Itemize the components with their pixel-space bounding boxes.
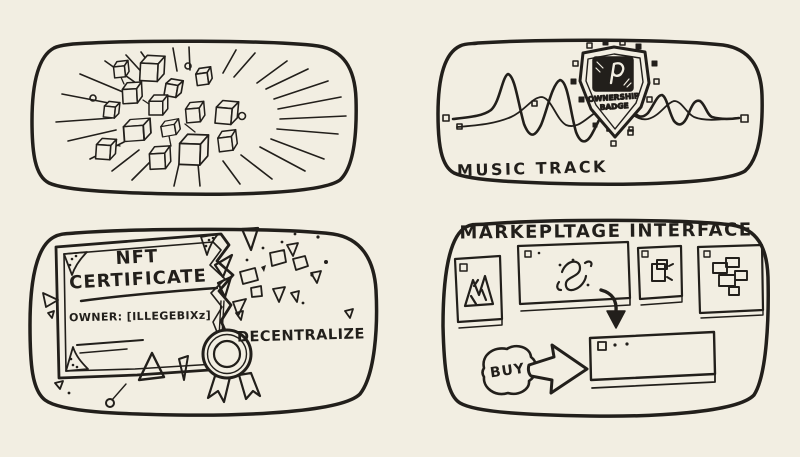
left-flag-ornament bbox=[42, 292, 59, 319]
buy-bubble bbox=[481, 344, 538, 396]
card-bottom-lip bbox=[457, 318, 503, 329]
panel-bottom-lip bbox=[590, 373, 716, 389]
fragment-big-triangle bbox=[240, 226, 260, 252]
panel-music-track: OWNERSHIP BADGE MUSIC TRACK bbox=[433, 37, 769, 187]
card-bottom-lip bbox=[639, 295, 683, 306]
nft-card-3 bbox=[636, 244, 684, 306]
panel-border bbox=[436, 38, 764, 186]
small-wedge bbox=[178, 355, 189, 381]
nft-card-2 bbox=[516, 240, 632, 312]
certificate-outer-frame bbox=[54, 232, 235, 380]
marketplace-title: MARKEPLTAGE INTERFACE bbox=[459, 219, 753, 244]
corner-dots bbox=[68, 236, 215, 369]
certificate-owner-line: OWNER: [ILLEGEBIXz] bbox=[68, 308, 212, 325]
seal-outer-ring bbox=[201, 328, 253, 380]
nft-card-1 bbox=[453, 254, 504, 329]
certificate-title: NFT CERTIFICATE bbox=[54, 243, 221, 295]
bottom-doodles bbox=[105, 351, 189, 408]
card-corner-square bbox=[524, 250, 532, 258]
pin-head bbox=[105, 398, 115, 408]
card-art-dots bbox=[558, 258, 590, 287]
wax-seal-icon bbox=[201, 328, 262, 404]
badge-label-line2: BADGE bbox=[599, 101, 629, 112]
card-outline bbox=[696, 243, 765, 315]
down-arrow-head bbox=[606, 310, 626, 329]
certificate-inner-frame bbox=[63, 241, 226, 372]
seal-ribbons bbox=[206, 371, 262, 404]
card-corner-square bbox=[641, 250, 649, 258]
music-track-label: MUSIC TRACK bbox=[456, 157, 609, 180]
certificate-illustration bbox=[28, 226, 379, 417]
cubes bbox=[94, 54, 240, 171]
badge-pins-filled bbox=[570, 39, 658, 128]
buy-arrow-icon bbox=[526, 343, 589, 395]
cone-triangle bbox=[137, 351, 166, 382]
panel-dots bbox=[613, 342, 629, 347]
panel-border bbox=[30, 39, 358, 196]
waveform-illustration: OWNERSHIP BADGE bbox=[436, 38, 764, 186]
exploding-cubes-illustration bbox=[30, 39, 358, 196]
title-underline bbox=[79, 286, 219, 303]
badge-label-line1: OWNERSHIP bbox=[587, 91, 640, 104]
ownership-badge-icon: OWNERSHIP BADGE bbox=[570, 39, 660, 147]
fragment-shapes bbox=[54, 242, 354, 390]
corner-ornaments bbox=[63, 233, 219, 372]
card-corner-square bbox=[459, 263, 468, 272]
seal-highlight bbox=[216, 340, 229, 348]
down-arrow-shaft bbox=[599, 288, 618, 314]
panel-token-burst bbox=[27, 38, 362, 198]
panel-border bbox=[441, 218, 770, 418]
badge-pins bbox=[572, 39, 660, 147]
panel-corner-square bbox=[597, 341, 607, 351]
nft-card-4 bbox=[696, 243, 765, 319]
down-arrow-icon bbox=[599, 288, 626, 329]
marketplace-illustration bbox=[441, 218, 770, 418]
signature-line-2 bbox=[79, 348, 128, 354]
card-outline bbox=[453, 254, 504, 324]
panel-outline bbox=[588, 330, 717, 382]
panel-border bbox=[28, 227, 379, 417]
certificate-frame bbox=[42, 232, 235, 380]
card-art-doodle bbox=[463, 274, 495, 308]
purchase-panel bbox=[588, 330, 717, 389]
burst-dots bbox=[89, 62, 247, 121]
panel-marketplace: MARKEPLTAGE INTERFACE BUY bbox=[438, 216, 773, 426]
tear-shards bbox=[213, 253, 234, 299]
fragment-filled-bits bbox=[261, 265, 266, 272]
seal-mid-ring bbox=[206, 333, 248, 375]
card-art-doodle bbox=[651, 259, 674, 282]
pin-line bbox=[111, 383, 127, 401]
signature-lines bbox=[76, 339, 144, 346]
card-bottom-lip bbox=[519, 297, 631, 312]
badge-logo-hatch bbox=[595, 61, 632, 88]
tear-fragments bbox=[54, 226, 354, 395]
card-art-doodle bbox=[556, 260, 593, 292]
card-outline bbox=[516, 240, 632, 306]
decentralize-label: DECENTRALIZE bbox=[236, 326, 366, 346]
panel-nft-certificate: NFT CERTIFICATE OWNER: [ILLEGEBIXz] DECE… bbox=[25, 225, 385, 423]
card-corner-dot bbox=[537, 251, 541, 255]
badge-shield-inner bbox=[585, 53, 644, 130]
card-bottom-lip bbox=[699, 309, 764, 319]
badge-logo-glyph bbox=[609, 62, 625, 85]
card-art-doodle bbox=[712, 257, 748, 296]
card-outline bbox=[636, 244, 684, 301]
fragment-dots bbox=[67, 232, 328, 395]
card-corner-square bbox=[703, 250, 711, 258]
